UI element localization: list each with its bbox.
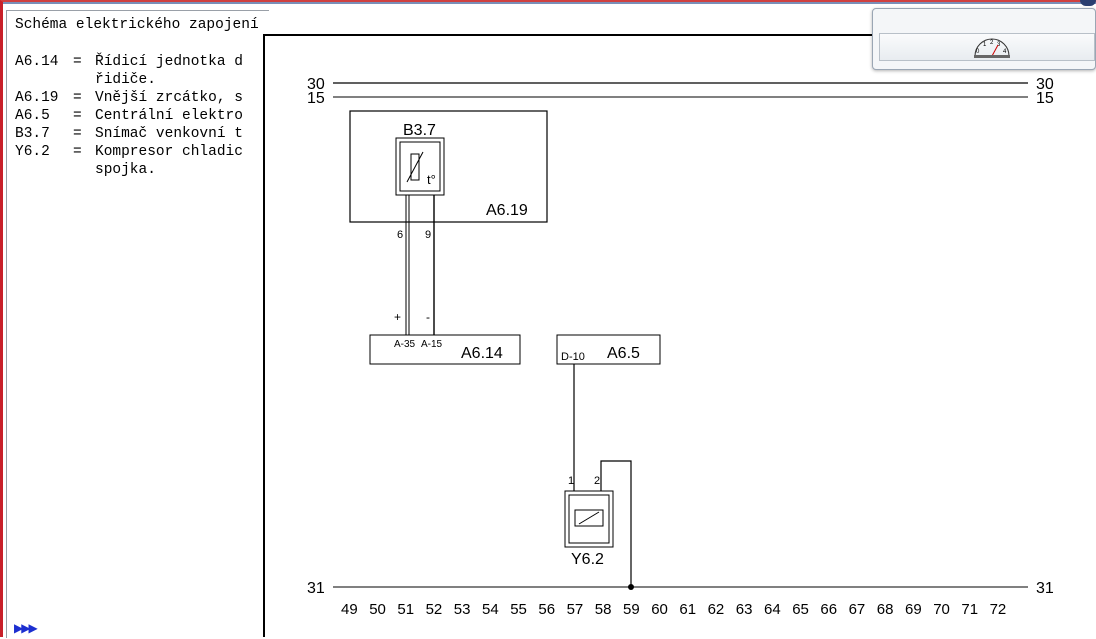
gauge-tick: 2 (990, 40, 994, 46)
scale-number: 57 (567, 601, 584, 618)
clutch-label: Y6.2 (571, 551, 604, 568)
scale-number: 60 (651, 601, 668, 618)
gauge-tick: 1 (983, 42, 987, 48)
scale-number: 61 (679, 601, 696, 618)
wire-6-label: 6 (397, 229, 403, 241)
tool-popup: 0 1 2 3 4 (872, 8, 1096, 70)
legend-panel: Schéma elektrického zapojení A6.14 = Řídic… (6, 10, 269, 638)
legend-item: A6.5 = Centrální elektro (15, 107, 243, 125)
pin-a-15: A-15 (421, 339, 443, 350)
scale-number: 67 (849, 601, 866, 618)
scale-number: 53 (454, 601, 471, 618)
scale-number: 55 (510, 601, 527, 618)
next-page-arrows[interactable]: ▶▶▶ (14, 621, 38, 635)
legend-item: B3.7 = Snímač venkovní t (15, 125, 243, 143)
scale-number: 64 (764, 601, 781, 618)
rail-15-label-right: 15 (1036, 90, 1054, 107)
legend-code: A6.5 (15, 108, 50, 124)
scale-number: 66 (820, 601, 837, 618)
gauge-tick: 4 (1003, 49, 1007, 55)
legend-title: Schéma elektrického zapojení (15, 17, 259, 33)
wire-plus-label: + (394, 310, 401, 324)
rail-15: 15 15 (307, 90, 1054, 107)
pin-a-35: A-35 (394, 339, 416, 350)
scale-number: 72 (990, 601, 1007, 618)
scale-number: 69 (905, 601, 922, 618)
scale-number: 54 (482, 601, 499, 618)
legend-eq: = (73, 144, 82, 160)
pin-d-10: D-10 (561, 351, 585, 363)
scale-number: 71 (961, 601, 978, 618)
gauge-icon: 0 1 2 3 4 (974, 38, 1010, 58)
wire-9-label: 9 (425, 229, 431, 241)
scale-number: 50 (369, 601, 386, 618)
ground-junction (628, 584, 634, 590)
page-scale: 49 50 51 52 53 54 55 56 57 58 59 60 61 62 63 64 65 66 67 68… (341, 601, 1006, 618)
gauge-tick: 0 (976, 49, 980, 55)
legend-text-cont: řidiče. (95, 72, 156, 88)
central-box-label: A6.5 (607, 345, 640, 362)
scale-number: 58 (595, 601, 612, 618)
legend-text: Řídicí jednotka d (95, 54, 243, 70)
corner-indicator (1080, 0, 1096, 6)
rail-31-label-right: 31 (1036, 580, 1054, 597)
central-box-a6-5[interactable]: D-10 A6.5 (556, 334, 661, 365)
scale-number: 51 (397, 601, 414, 618)
sensor-label: B3.7 (403, 122, 436, 139)
wire-ground (600, 460, 632, 587)
scale-number: 56 (538, 601, 555, 618)
wire-6: 6 + (394, 195, 410, 335)
legend-eq: = (73, 54, 82, 70)
control-unit-a6-14[interactable]: A-35 A-15 A6.14 (369, 334, 521, 365)
control-unit-label: A6.14 (461, 345, 503, 362)
scale-number: 68 (877, 601, 894, 618)
wiring-diagram-svg: 30 30 15 15 31 31 A6.19 B3.7 t° (307, 76, 1054, 618)
legend-code: B3.7 (15, 126, 50, 142)
legend-code: Y6.2 (15, 144, 50, 160)
wire-minus-label: - (426, 310, 430, 324)
wire-9: 9 - (425, 195, 435, 335)
rail-15-label-left: 15 (307, 90, 325, 107)
rail-31-label-left: 31 (307, 580, 325, 597)
legend-list: A6.14 = Řídicí jednotka d řidiče. A6.19 = Vně… (15, 53, 243, 179)
legend-text: Kompresor chladic (95, 144, 243, 160)
legend-item: Y6.2 = Kompresor chladic spojka. (15, 143, 243, 179)
rail-30: 30 30 (307, 76, 1054, 93)
scale-number: 52 (426, 601, 443, 618)
legend-text: Snímač venkovní t (95, 126, 243, 142)
clutch-y6-2[interactable]: 1 2 Y6.2 (564, 475, 614, 568)
legend-text: Vnější zrcátko, s (95, 90, 243, 106)
rail-30-label-left: 30 (307, 76, 325, 93)
legend-text-cont: spojka. (95, 162, 156, 178)
scale-number: 63 (736, 601, 753, 618)
mirror-label: A6.19 (486, 202, 528, 219)
clutch-pin-2: 2 (594, 475, 600, 487)
rail-30-label-right: 30 (1036, 76, 1054, 93)
scale-number: 59 (623, 601, 640, 618)
scale-number: 49 (341, 601, 358, 618)
legend-item: A6.14 = Řídicí jednotka d řidiče. (15, 53, 243, 89)
title-strip (3, 2, 1096, 4)
legend-item: A6.19 = Vnější zrcátko, s (15, 89, 243, 107)
scale-number: 65 (792, 601, 809, 618)
temperature-symbol: t° (427, 172, 436, 187)
legend-code: A6.14 (15, 54, 59, 70)
legend-eq: = (73, 90, 82, 106)
sensor-b3-7[interactable]: B3.7 t° (395, 122, 445, 196)
scale-number: 62 (708, 601, 725, 618)
legend-eq: = (73, 126, 82, 142)
gauge-button[interactable]: 0 1 2 3 4 (879, 33, 1095, 61)
legend-code: A6.19 (15, 90, 59, 106)
gauge-tick: 3 (997, 42, 1001, 48)
clutch-pin-1: 1 (568, 475, 574, 487)
legend-text: Centrální elektro (95, 108, 243, 124)
wiring-diagram: 30 30 15 15 31 31 A6.19 B3.7 t° (263, 34, 1096, 637)
scale-number: 70 (933, 601, 950, 618)
legend-eq: = (73, 108, 82, 124)
mirror-a6-19[interactable]: A6.19 (349, 110, 548, 223)
rail-31: 31 31 (307, 580, 1054, 597)
